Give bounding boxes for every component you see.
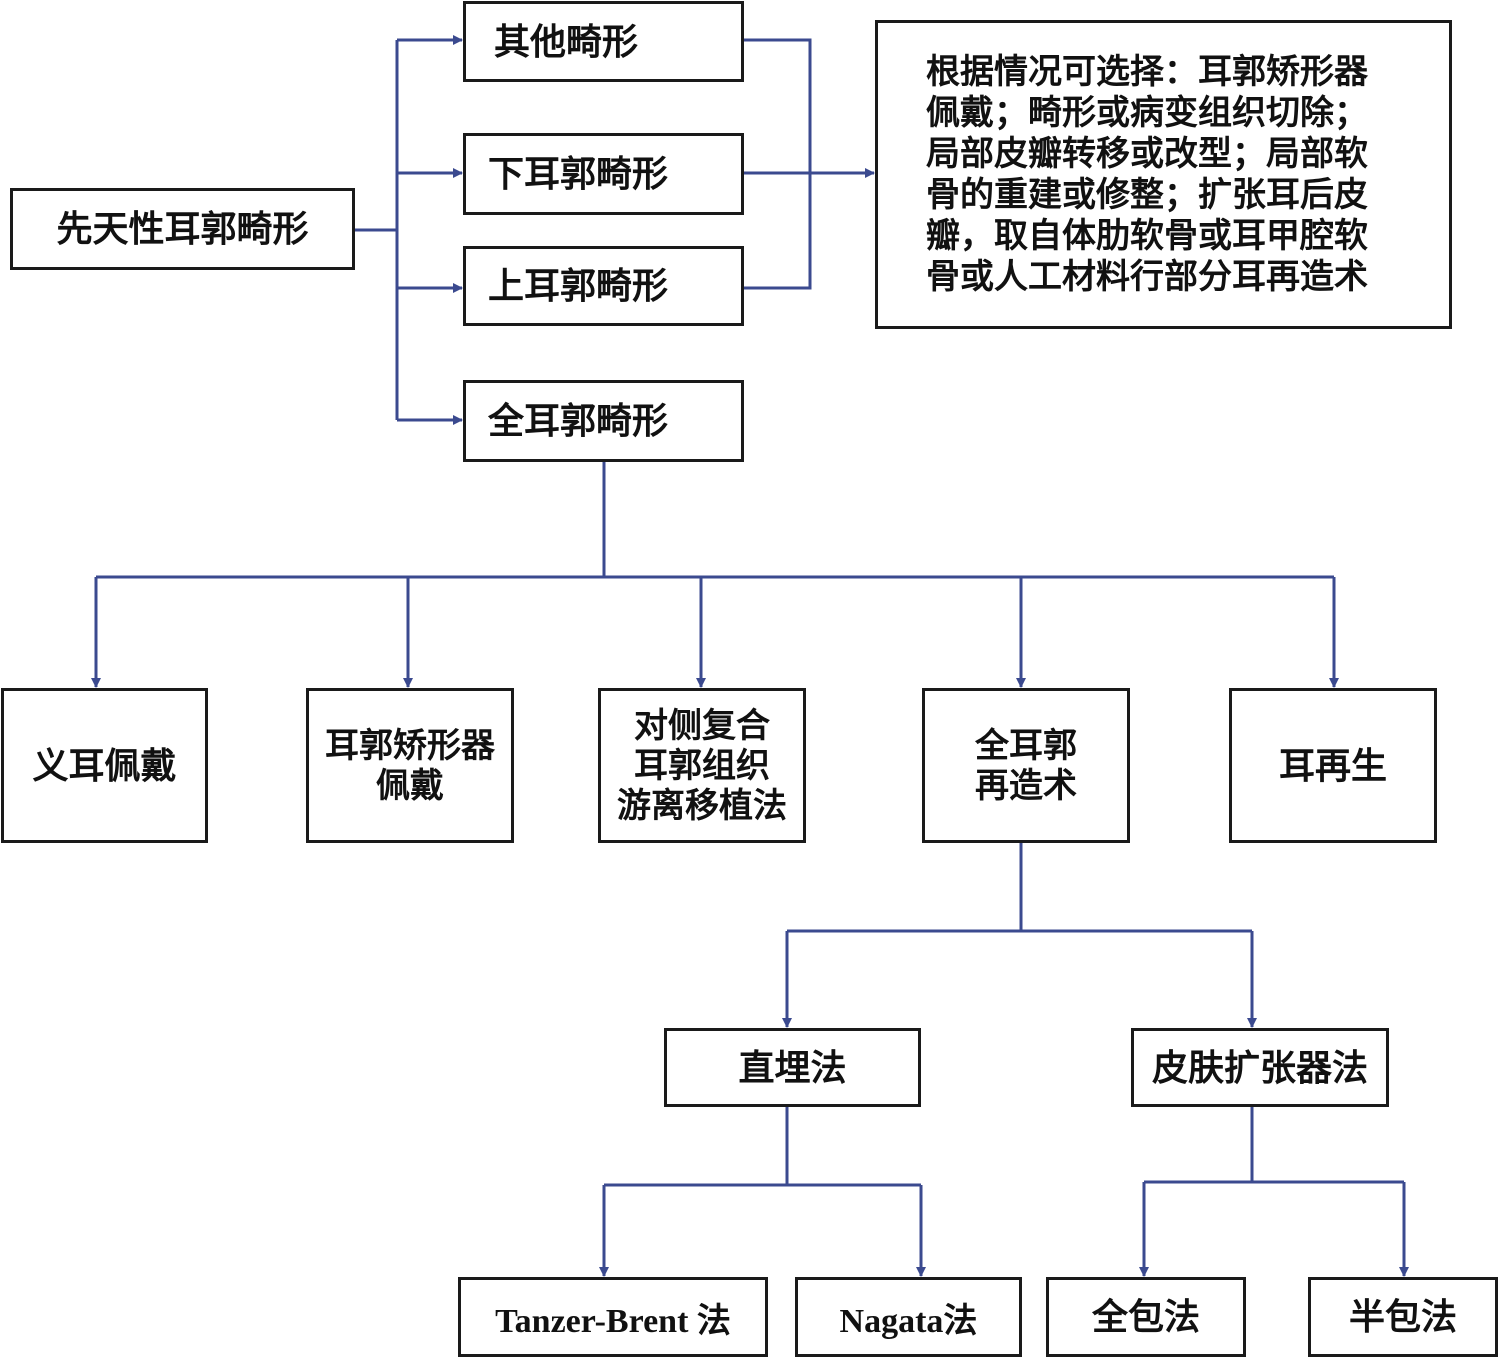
- node-upper-deformity-label: 上耳郭畸形: [488, 265, 669, 307]
- partial-treatment-note: 根据情况可选择：耳郭矫形器 佩戴；畸形或病变组织切除； 局部皮瓣转移或改型；局部…: [875, 20, 1452, 329]
- node-other-deformity: 其他畸形: [463, 1, 744, 82]
- node-other-deformity-label: 其他畸形: [494, 20, 639, 63]
- root-label: 先天性耳郭畸形: [56, 208, 309, 250]
- node-total-deformity: 全耳郭畸形: [463, 380, 744, 462]
- node-orthosis-label: 耳郭矫形器 佩戴: [325, 725, 495, 806]
- node-half-wrap: 半包法: [1308, 1277, 1498, 1357]
- root-node: 先天性耳郭畸形: [10, 188, 355, 270]
- node-full-wrap-label: 全包法: [1091, 1296, 1200, 1338]
- node-half-wrap-label: 半包法: [1348, 1296, 1457, 1338]
- node-composite-graft-label: 对侧复合 耳郭组织 游离移植法: [617, 705, 787, 826]
- node-nagata-label: Nagata法: [839, 1302, 978, 1340]
- connector-other-out: [744, 38, 812, 290]
- node-lower-deformity-label: 下耳郭畸形: [488, 153, 669, 195]
- node-prosthesis: 义耳佩戴: [1, 688, 208, 843]
- node-full-wrap: 全包法: [1046, 1277, 1246, 1357]
- node-total-deformity-label: 全耳郭畸形: [488, 400, 669, 442]
- node-nagata: Nagata法: [795, 1277, 1022, 1357]
- node-reconstruction-label: 全耳郭 再造术: [975, 725, 1077, 806]
- node-skin-expander-label: 皮肤扩张器法: [1151, 1046, 1368, 1089]
- node-lower-deformity: 下耳郭畸形: [463, 133, 744, 215]
- node-tanzer-brent-label: Tanzer-Brent 法: [495, 1302, 731, 1340]
- node-skin-expander: 皮肤扩张器法: [1131, 1028, 1389, 1107]
- node-prosthesis-label: 义耳佩戴: [32, 744, 177, 787]
- node-composite-graft: 对侧复合 耳郭组织 游离移植法: [598, 688, 806, 843]
- node-direct-burial-label: 直埋法: [738, 1046, 847, 1089]
- node-regeneration-label: 耳再生: [1278, 744, 1387, 787]
- node-direct-burial: 直埋法: [664, 1028, 921, 1107]
- node-upper-deformity: 上耳郭畸形: [463, 246, 744, 326]
- node-reconstruction: 全耳郭 再造术: [922, 688, 1130, 843]
- partial-treatment-text: 根据情况可选择：耳郭矫形器 佩戴；畸形或病变组织切除； 局部皮瓣转移或改型；局部…: [926, 51, 1368, 297]
- node-tanzer-brent: Tanzer-Brent 法: [458, 1277, 768, 1357]
- node-regeneration: 耳再生: [1229, 688, 1437, 843]
- node-orthosis: 耳郭矫形器 佩戴: [306, 688, 514, 843]
